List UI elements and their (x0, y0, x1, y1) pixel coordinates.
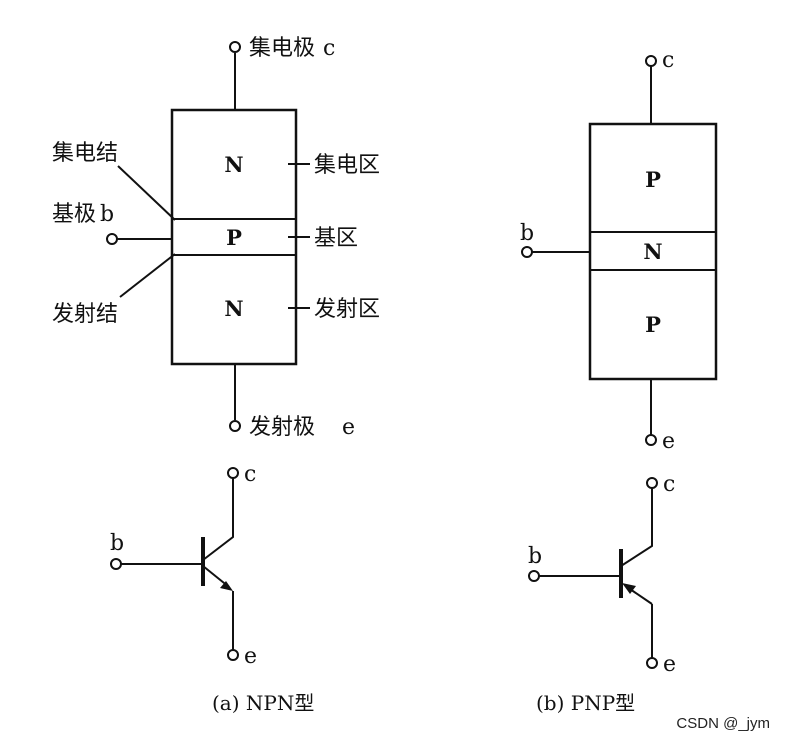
npn-base-sym: b (100, 202, 114, 227)
pnp-collector-sym: c (662, 48, 674, 73)
npn-collector-junction-label: 集电结 (52, 141, 118, 166)
pnp-caption: (b) PNP型 (536, 691, 635, 715)
pnp-layer-top: P (645, 167, 661, 192)
pnp-symbol-base-terminal (528, 570, 540, 582)
npn-collector-junction-leader (117, 165, 176, 221)
pnp-structure: c P N P b e (520, 48, 718, 454)
npn-symbol-collector-lead (202, 478, 234, 561)
npn-symbol-e-label: e (244, 644, 257, 669)
npn-symbol-b-label: b (110, 531, 124, 556)
npn-emitter-sym: e (342, 415, 355, 440)
npn-symbol-c-label: c (244, 462, 256, 487)
npn-symbol-base-terminal (110, 558, 122, 570)
watermark: CSDN @_jym (676, 715, 770, 732)
pnp-symbol-c-label: c (663, 472, 675, 497)
npn-emitter-region-label: 发射区 (314, 297, 380, 322)
npn-collector-terminal (229, 41, 241, 53)
pnp-symbol-emitter-terminal (646, 657, 658, 669)
pnp-base-terminal (521, 246, 533, 258)
pnp-symbol: c b e (528, 472, 676, 677)
npn-collector-label: 集电极 (249, 36, 315, 61)
npn-caption: (a) NPN型 (212, 691, 314, 715)
npn-symbol-emitter-arrow (220, 581, 233, 591)
npn-base-label: 基极 (52, 202, 96, 227)
pnp-layer-bottom: P (645, 312, 661, 337)
npn-layer-top: N (224, 152, 243, 177)
npn-collector-region-label: 集电区 (314, 153, 380, 178)
npn-emitter-terminal (229, 420, 241, 432)
npn-base-terminal (106, 233, 118, 245)
npn-symbol-emitter-terminal (227, 649, 239, 661)
pnp-emitter-sym: e (662, 429, 675, 454)
pnp-symbol-collector-terminal (646, 477, 658, 489)
pnp-symbol-collector-lead (620, 488, 653, 567)
pnp-collector-terminal (645, 55, 657, 67)
npn-symbol-collector-terminal (227, 467, 239, 479)
pnp-symbol-emitter-arrow (622, 583, 636, 594)
pnp-emitter-terminal (645, 434, 657, 446)
pnp-layer-mid: N (643, 239, 662, 264)
npn-base-region-label: 基区 (314, 226, 358, 251)
pnp-symbol-e-label: e (663, 652, 676, 677)
npn-layer-mid: P (226, 225, 242, 250)
npn-collector-sym: c (323, 36, 335, 61)
npn-symbol: c b e (110, 462, 257, 669)
npn-layer-bottom: N (224, 296, 243, 321)
pnp-symbol-b-label: b (528, 544, 542, 569)
pnp-base-sym: b (520, 221, 534, 246)
npn-emitter-junction-leader (119, 253, 176, 298)
npn-emitter-junction-label: 发射结 (52, 302, 118, 327)
npn-structure: 集电极 c N P N 集电区 基区 发射区 集电结 发射结 基极 b 发射极 … (52, 36, 380, 440)
npn-emitter-label: 发射极 (249, 415, 315, 440)
